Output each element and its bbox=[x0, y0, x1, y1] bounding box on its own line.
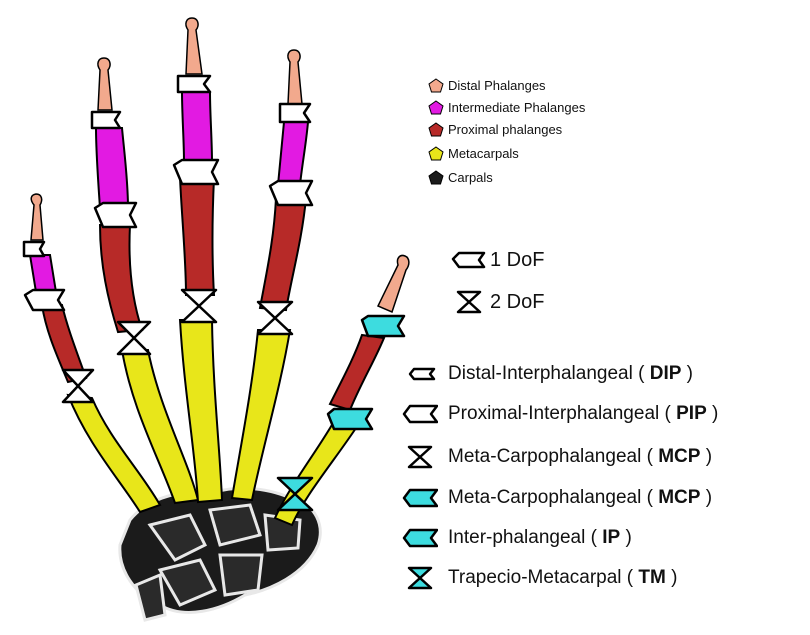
legend-label: Intermediate Phalanges bbox=[448, 100, 585, 115]
intermediate-phalanges bbox=[30, 92, 308, 292]
metacarpal-bones bbox=[68, 320, 358, 525]
joint-label: Trapecio-Metacarpal ( TM ) bbox=[448, 567, 677, 589]
joint-item-dip: Distal-Interphalangeal ( DIP ) bbox=[402, 362, 693, 386]
dof-item-one: 1 DoF bbox=[450, 248, 544, 272]
joint-item-mcp-finger: Meta-Carpophalangeal ( MCP ) bbox=[402, 445, 712, 469]
joint-label: Distal-Interphalangeal ( DIP ) bbox=[448, 363, 693, 385]
one-dof-icon bbox=[450, 248, 486, 272]
dof-label: 1 DoF bbox=[490, 249, 544, 272]
pentagon-icon bbox=[428, 122, 444, 137]
joint-label: Inter-phalangeal ( IP ) bbox=[448, 527, 632, 549]
large-chevron-icon bbox=[402, 526, 438, 550]
dof-label: 2 DoF bbox=[490, 291, 544, 314]
hourglass-icon bbox=[402, 445, 438, 469]
legend-label: Metacarpals bbox=[448, 146, 519, 161]
legend-item-metacarpal: Metacarpals bbox=[428, 146, 519, 161]
large-chevron-icon bbox=[402, 402, 438, 426]
pentagon-icon bbox=[428, 170, 444, 185]
two-dof-icon bbox=[450, 290, 486, 314]
distal-phalanges bbox=[31, 18, 409, 312]
joint-item-ip: Inter-phalangeal ( IP ) bbox=[402, 526, 632, 550]
pentagon-icon bbox=[428, 78, 444, 93]
legend-label: Distal Phalanges bbox=[448, 78, 546, 93]
legend-label: Proximal phalanges bbox=[448, 122, 562, 137]
pentagon-icon bbox=[428, 146, 444, 161]
small-chevron-icon bbox=[402, 362, 438, 386]
large-chevron-icon bbox=[402, 486, 438, 510]
dof-item-two: 2 DoF bbox=[450, 290, 544, 314]
legend-label: Carpals bbox=[448, 170, 493, 185]
legend-item-distal: Distal Phalanges bbox=[428, 78, 546, 93]
hourglass-icon bbox=[402, 566, 438, 590]
joint-label: Meta-Carpophalangeal ( MCP ) bbox=[448, 487, 712, 509]
pentagon-icon bbox=[428, 100, 444, 115]
joint-item-pip: Proximal-Interphalangeal ( PIP ) bbox=[402, 402, 718, 426]
legend-item-intermediate: Intermediate Phalanges bbox=[428, 100, 585, 115]
joint-label: Meta-Carpophalangeal ( MCP ) bbox=[448, 446, 712, 468]
joint-item-mcp-thumb: Meta-Carpophalangeal ( MCP ) bbox=[402, 486, 712, 510]
legend-item-carpal: Carpals bbox=[428, 170, 493, 185]
joint-item-tm: Trapecio-Metacarpal ( TM ) bbox=[402, 566, 677, 590]
joint-label: Proximal-Interphalangeal ( PIP ) bbox=[448, 403, 718, 425]
legend-item-proximal: Proximal phalanges bbox=[428, 122, 562, 137]
